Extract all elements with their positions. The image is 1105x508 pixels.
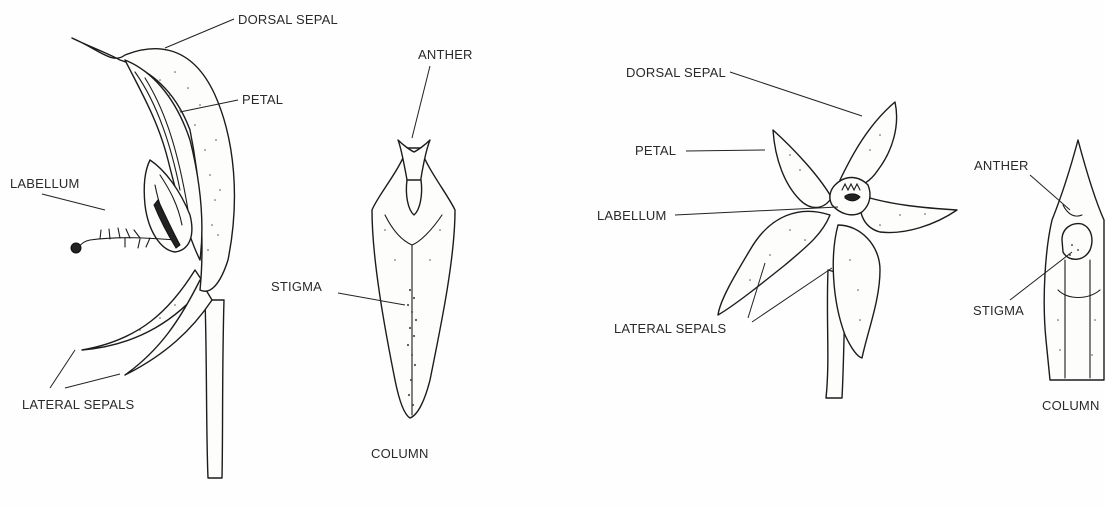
label-column-right: COLUMN (1042, 398, 1100, 413)
right-column-drawing (1044, 140, 1104, 380)
label-lateral-sepals-right: LATERAL SEPALS (614, 321, 727, 336)
left-column-drawing (372, 140, 455, 418)
petal-left (773, 130, 830, 208)
front-view-flower-drawing (718, 102, 957, 398)
label-petal-left: PETAL (242, 92, 283, 107)
label-column-left: COLUMN (371, 446, 429, 461)
label-labellum-right: LABELLUM (597, 208, 667, 223)
label-dorsal-sepal-right: DORSAL SEPAL (626, 65, 726, 80)
petal-right (860, 195, 957, 233)
column-body-right (1044, 140, 1104, 380)
lateral-sepal-upper (125, 280, 212, 375)
lateral-sepal-left (718, 211, 830, 315)
label-lateral-sepals-left: LATERAL SEPALS (22, 397, 135, 412)
label-anther-left: ANTHER (418, 47, 473, 62)
label-dorsal-sepal-left: DORSAL SEPAL (238, 12, 338, 27)
stem (205, 300, 224, 478)
label-stigma-left: STIGMA (271, 279, 322, 294)
label-labellum-left: LABELLUM (10, 176, 80, 191)
label-petal-right: PETAL (635, 143, 676, 158)
dorsal-sepal (840, 102, 897, 187)
side-view-flower-drawing (71, 38, 234, 478)
label-stigma-right: STIGMA (973, 303, 1024, 318)
label-anther-right: ANTHER (974, 158, 1029, 173)
